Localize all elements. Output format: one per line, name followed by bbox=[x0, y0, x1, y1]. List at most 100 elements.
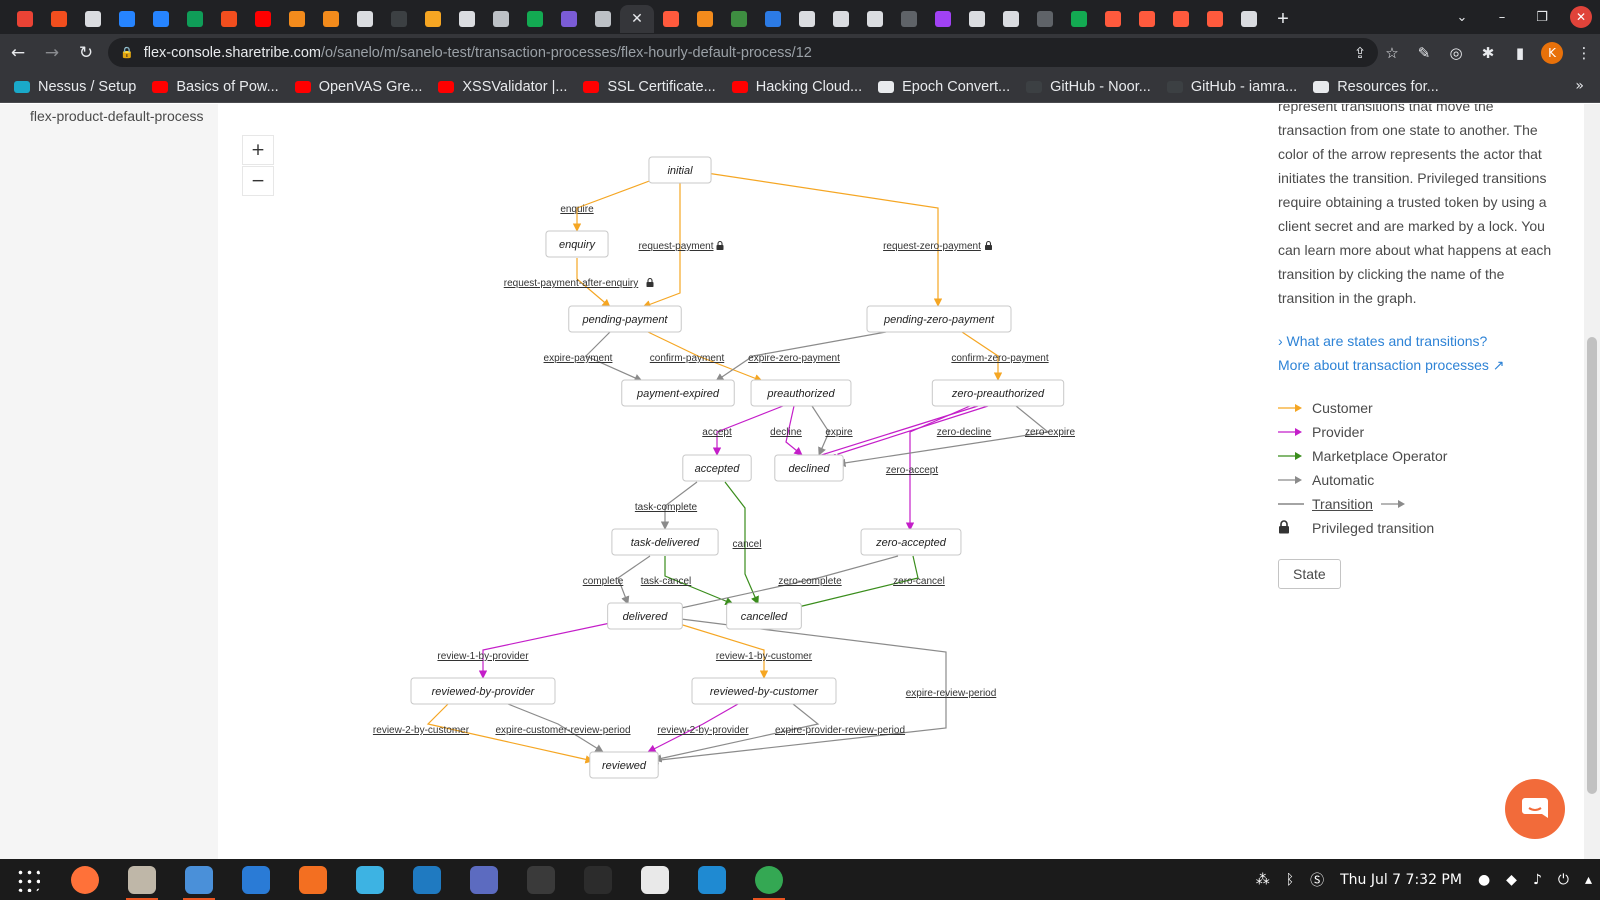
browser-tab[interactable] bbox=[246, 5, 280, 33]
transition-link-expire[interactable]: expire bbox=[825, 427, 853, 438]
state-node-pending-zero-payment[interactable]: pending-zero-payment bbox=[866, 305, 1012, 333]
bookmark-item[interactable]: OpenVAS Gre... bbox=[294, 79, 422, 95]
transition-link-review-2-by-provider[interactable]: review-2-by-provider bbox=[657, 725, 749, 736]
transition-link-task-complete[interactable]: task-complete bbox=[635, 502, 698, 513]
browser-tab[interactable] bbox=[960, 5, 994, 33]
browser-tab[interactable] bbox=[654, 5, 688, 33]
transition-link-request-payment[interactable]: request-payment bbox=[638, 241, 713, 252]
state-node-reviewed[interactable]: reviewed bbox=[589, 751, 659, 779]
taskbar-app[interactable] bbox=[234, 859, 278, 900]
close-icon[interactable]: ✕ bbox=[631, 11, 643, 27]
state-node-reviewed-by-customer[interactable]: reviewed-by-customer bbox=[691, 677, 837, 705]
browser-tab[interactable] bbox=[824, 5, 858, 33]
transition-link-review-2-by-customer[interactable]: review-2-by-customer bbox=[373, 725, 470, 736]
state-node-initial[interactable]: initial bbox=[648, 156, 712, 184]
minimize-icon[interactable]: – bbox=[1498, 9, 1506, 25]
browser-tab[interactable] bbox=[416, 5, 450, 33]
browser-tab[interactable] bbox=[348, 5, 382, 33]
browser-tab[interactable] bbox=[178, 5, 212, 33]
browser-tab[interactable] bbox=[552, 5, 586, 33]
browser-tab[interactable] bbox=[756, 5, 790, 33]
forward-button[interactable]: → bbox=[44, 42, 60, 63]
back-button[interactable]: ← bbox=[10, 42, 26, 63]
power-icon[interactable]: ⏻ bbox=[1557, 871, 1569, 888]
states-transitions-link[interactable]: › What are states and transitions? bbox=[1278, 333, 1488, 349]
transition-link-zero-decline[interactable]: zero-decline bbox=[937, 427, 992, 438]
browser-tab[interactable] bbox=[892, 5, 926, 33]
bookmark-item[interactable]: Nessus / Setup bbox=[14, 79, 136, 95]
reload-button[interactable]: ↻ bbox=[78, 42, 94, 63]
transition-link-confirm-payment[interactable]: confirm-payment bbox=[650, 353, 725, 364]
taskbar-app[interactable] bbox=[6, 859, 50, 900]
zoom-out-button[interactable]: − bbox=[242, 166, 274, 196]
clock[interactable]: Thu Jul 7 7:32 PM bbox=[1340, 871, 1462, 888]
transition-link-accept[interactable]: accept bbox=[702, 427, 732, 438]
taskbar-app[interactable] bbox=[348, 859, 392, 900]
bookmark-item[interactable]: Hacking Cloud... bbox=[731, 79, 862, 95]
transition-link-decline[interactable]: decline bbox=[770, 427, 802, 438]
address-bar[interactable]: 🔒 flex-console.sharetribe.com/o/sanelo/m… bbox=[108, 38, 1378, 67]
bookmarks-overflow-button[interactable]: » bbox=[1575, 78, 1584, 94]
transition-link-review-1-by-customer[interactable]: review-1-by-customer bbox=[716, 651, 813, 662]
bookmark-item[interactable]: GitHub - Noor... bbox=[1026, 79, 1151, 95]
bookmark-star-icon[interactable]: ☆ bbox=[1385, 43, 1399, 62]
transition-link-request-zero-payment[interactable]: request-zero-payment bbox=[883, 241, 981, 252]
state-node-zero-preauthorized[interactable]: zero-preauthorized bbox=[931, 379, 1065, 407]
transaction-processes-link[interactable]: More about transaction processes ↗ bbox=[1278, 357, 1505, 373]
taskbar-app[interactable] bbox=[519, 859, 563, 900]
tray-menu-icon[interactable]: ▴ bbox=[1584, 871, 1592, 888]
wifi-icon[interactable]: ◆ bbox=[1506, 871, 1517, 888]
state-node-reviewed-by-provider[interactable]: reviewed-by-provider bbox=[410, 677, 556, 705]
transition-link-expire-zero-payment[interactable]: expire-zero-payment bbox=[748, 353, 840, 364]
browser-tab[interactable] bbox=[722, 5, 756, 33]
taskbar-app[interactable] bbox=[633, 859, 677, 900]
taskbar-app[interactable] bbox=[291, 859, 335, 900]
extensions-puzzle-icon[interactable]: ✱ bbox=[1481, 43, 1495, 62]
browser-tab[interactable] bbox=[76, 5, 110, 33]
browser-tab[interactable] bbox=[110, 5, 144, 33]
browser-tab[interactable] bbox=[314, 5, 348, 33]
taskbar-app[interactable] bbox=[120, 859, 164, 900]
taskbar-app[interactable] bbox=[747, 859, 791, 900]
state-node-delivered[interactable]: delivered bbox=[607, 602, 683, 630]
taskbar-app[interactable] bbox=[462, 859, 506, 900]
browser-tab[interactable] bbox=[280, 5, 314, 33]
state-node-cancelled[interactable]: cancelled bbox=[726, 602, 802, 630]
transition-link-cancel[interactable]: cancel bbox=[733, 539, 762, 550]
state-node-zero-accepted[interactable]: zero-accepted bbox=[860, 528, 962, 556]
close-window-icon[interactable]: ✕ bbox=[1570, 6, 1592, 28]
state-node-enquiry[interactable]: enquiry bbox=[545, 230, 609, 258]
browser-tab[interactable] bbox=[858, 5, 892, 33]
browser-tab[interactable] bbox=[926, 5, 960, 33]
process-list-item[interactable]: flex-product-default-process bbox=[30, 108, 204, 124]
browser-tab[interactable] bbox=[1232, 5, 1266, 33]
browser-tab[interactable] bbox=[1062, 5, 1096, 33]
network-tray-icon[interactable]: ⁂ bbox=[1255, 871, 1270, 888]
state-node-payment-expired[interactable]: payment-expired bbox=[621, 379, 735, 407]
extension-icon[interactable]: ◎ bbox=[1449, 43, 1463, 62]
bookmark-item[interactable]: GitHub - iamra... bbox=[1166, 79, 1297, 95]
browser-tab[interactable] bbox=[586, 5, 620, 33]
transition-link-expire-review-period[interactable]: expire-review-period bbox=[906, 688, 997, 699]
transition-link-zero-cancel[interactable]: zero-cancel bbox=[893, 576, 945, 587]
transition-link-zero-expire[interactable]: zero-expire bbox=[1025, 427, 1075, 438]
browser-tab[interactable] bbox=[1130, 5, 1164, 33]
state-node-preauthorized[interactable]: preauthorized bbox=[750, 379, 852, 407]
taskbar-app[interactable] bbox=[690, 859, 734, 900]
taskbar-app[interactable] bbox=[576, 859, 620, 900]
browser-tab[interactable] bbox=[450, 5, 484, 33]
browser-tab[interactable] bbox=[8, 5, 42, 33]
zoom-in-button[interactable]: + bbox=[242, 135, 274, 165]
taskbar-app[interactable] bbox=[405, 859, 449, 900]
scrollbar-thumb[interactable] bbox=[1587, 337, 1597, 794]
browser-tab[interactable] bbox=[518, 5, 552, 33]
restore-icon[interactable]: ❐ bbox=[1536, 9, 1548, 25]
state-node-declined[interactable]: declined bbox=[774, 454, 844, 482]
bookmark-item[interactable]: Resources for... bbox=[1313, 79, 1439, 95]
browser-tab[interactable] bbox=[790, 5, 824, 33]
browser-tab[interactable] bbox=[1164, 5, 1198, 33]
profile-avatar[interactable]: K bbox=[1541, 41, 1563, 64]
bookmark-item[interactable]: Epoch Convert... bbox=[878, 79, 1010, 95]
browser-tab[interactable] bbox=[1096, 5, 1130, 33]
browser-tab[interactable] bbox=[484, 5, 518, 33]
